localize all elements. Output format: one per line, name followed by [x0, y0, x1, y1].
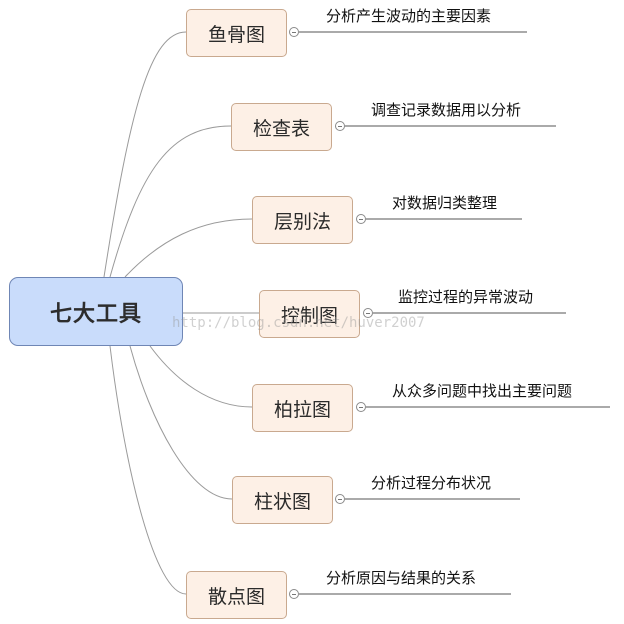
branch-note-fishbone: 分析产生波动的主要因素: [326, 7, 492, 25]
branch-histogram[interactable]: 柱状图: [232, 476, 333, 524]
branch-stratification[interactable]: 层别法: [252, 196, 353, 244]
branch-note-pareto: 从众多问题中找出主要问题: [392, 382, 573, 400]
collapse-toggle-icon[interactable]: [289, 27, 299, 37]
collapse-toggle-icon[interactable]: [356, 214, 366, 224]
branch-note-control-chart: 监控过程的异常波动: [398, 288, 534, 306]
connector-stratification: [124, 218, 253, 278]
central-topic-seven-tools[interactable]: 七大工具: [9, 277, 183, 346]
connector-scatter: [109, 345, 187, 595]
branch-scatter-diagram[interactable]: 散点图: [186, 571, 287, 619]
collapse-toggle-icon[interactable]: [289, 589, 299, 599]
branch-pareto-chart[interactable]: 柏拉图: [252, 384, 353, 432]
branch-note-scatter: 分析原因与结果的关系: [326, 569, 477, 587]
collapse-toggle-icon[interactable]: [363, 308, 373, 318]
connector-pareto: [149, 345, 253, 408]
connector-histogram: [129, 345, 233, 500]
collapse-toggle-icon[interactable]: [335, 121, 345, 131]
connector-fishbone: [103, 31, 187, 278]
branch-control-chart[interactable]: 控制图: [259, 290, 360, 338]
branch-fishbone-diagram[interactable]: 鱼骨图: [186, 9, 287, 57]
connector-checksheet: [109, 125, 232, 278]
branch-note-check-sheet: 调查记录数据用以分析: [371, 101, 522, 119]
branch-check-sheet[interactable]: 检查表: [231, 103, 332, 151]
branch-note-stratification: 对数据归类整理: [392, 194, 498, 212]
branch-note-histogram: 分析过程分布状况: [371, 474, 492, 492]
collapse-toggle-icon[interactable]: [335, 494, 345, 504]
collapse-toggle-icon[interactable]: [356, 402, 366, 412]
